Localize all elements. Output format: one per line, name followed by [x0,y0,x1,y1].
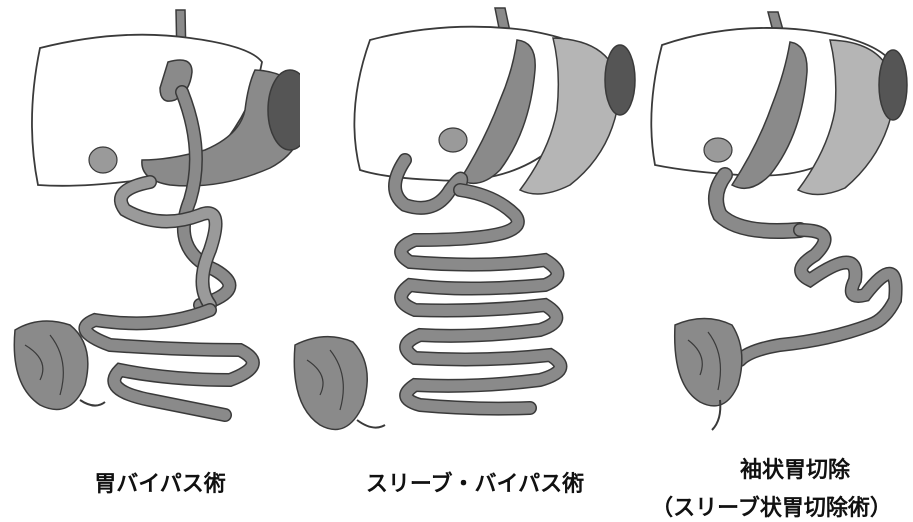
gallbladder [439,128,467,152]
sleeve-bypass-panel [285,0,645,450]
colon [675,319,742,406]
gastric-bypass-panel [0,0,300,450]
caption-sleeve-bypass: スリーブ・バイパス術 [340,466,610,498]
appendix [357,420,385,428]
gastric-bypass-illustration [0,0,300,450]
caption-sleeve-gastrectomy-alt: （スリーブ状胃切除術） [630,490,913,522]
caption-sleeve-gastrectomy: 袖状胃切除 [690,452,900,484]
colon [14,321,88,410]
appendix [80,400,105,406]
caption-gastric-bypass: 胃バイパス術 [55,466,265,498]
gallbladder [704,138,732,162]
sleeve-gastrectomy-illustration [640,0,913,445]
stomach-fundus [879,50,907,120]
sleeve-bypass-illustration [285,0,645,450]
sleeve-gastrectomy-panel [640,0,913,445]
stomach-fundus [605,45,635,115]
gallbladder [89,147,117,173]
